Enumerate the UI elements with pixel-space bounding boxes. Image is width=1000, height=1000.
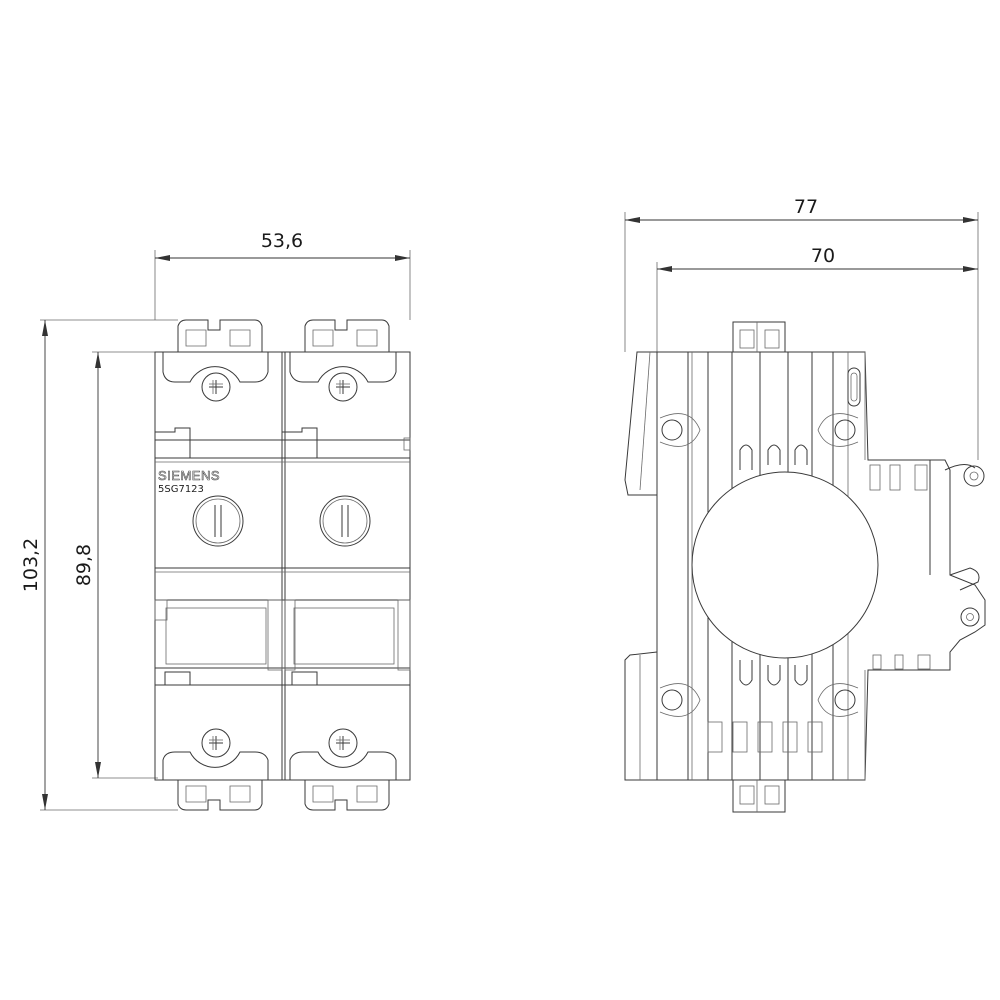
screw-icon — [201, 372, 231, 402]
dimension-depth-total-label: 77 — [794, 196, 818, 218]
dimension-width: 53,6 — [154, 230, 411, 320]
dimension-height-inner-label: 89,8 — [73, 544, 95, 586]
dimension-height-total: 103,2 — [20, 319, 178, 811]
side-view: 77 70 — [624, 196, 986, 813]
side-body — [624, 321, 986, 813]
dimension-height-total-label: 103,2 — [20, 538, 42, 592]
dimension-depth-inner-label: 70 — [811, 245, 835, 267]
screw-icon — [328, 372, 358, 402]
dimension-height-inner: 89,8 — [73, 351, 158, 779]
fuse-cap-icon — [192, 495, 244, 547]
front-body: SIEMENS 5SG7123 — [154, 319, 411, 811]
front-view: 53,6 103,2 89,8 — [20, 230, 411, 811]
dimension-width-label: 53,6 — [261, 230, 303, 252]
dimension-depth-total: 77 — [624, 196, 979, 460]
dimension-depth-inner: 70 — [656, 245, 978, 352]
brand-logo: SIEMENS — [158, 468, 220, 483]
model-number: 5SG7123 — [158, 484, 204, 495]
fuse-cap-icon — [319, 495, 371, 547]
screw-icon — [201, 728, 231, 758]
screw-icon — [328, 728, 358, 758]
